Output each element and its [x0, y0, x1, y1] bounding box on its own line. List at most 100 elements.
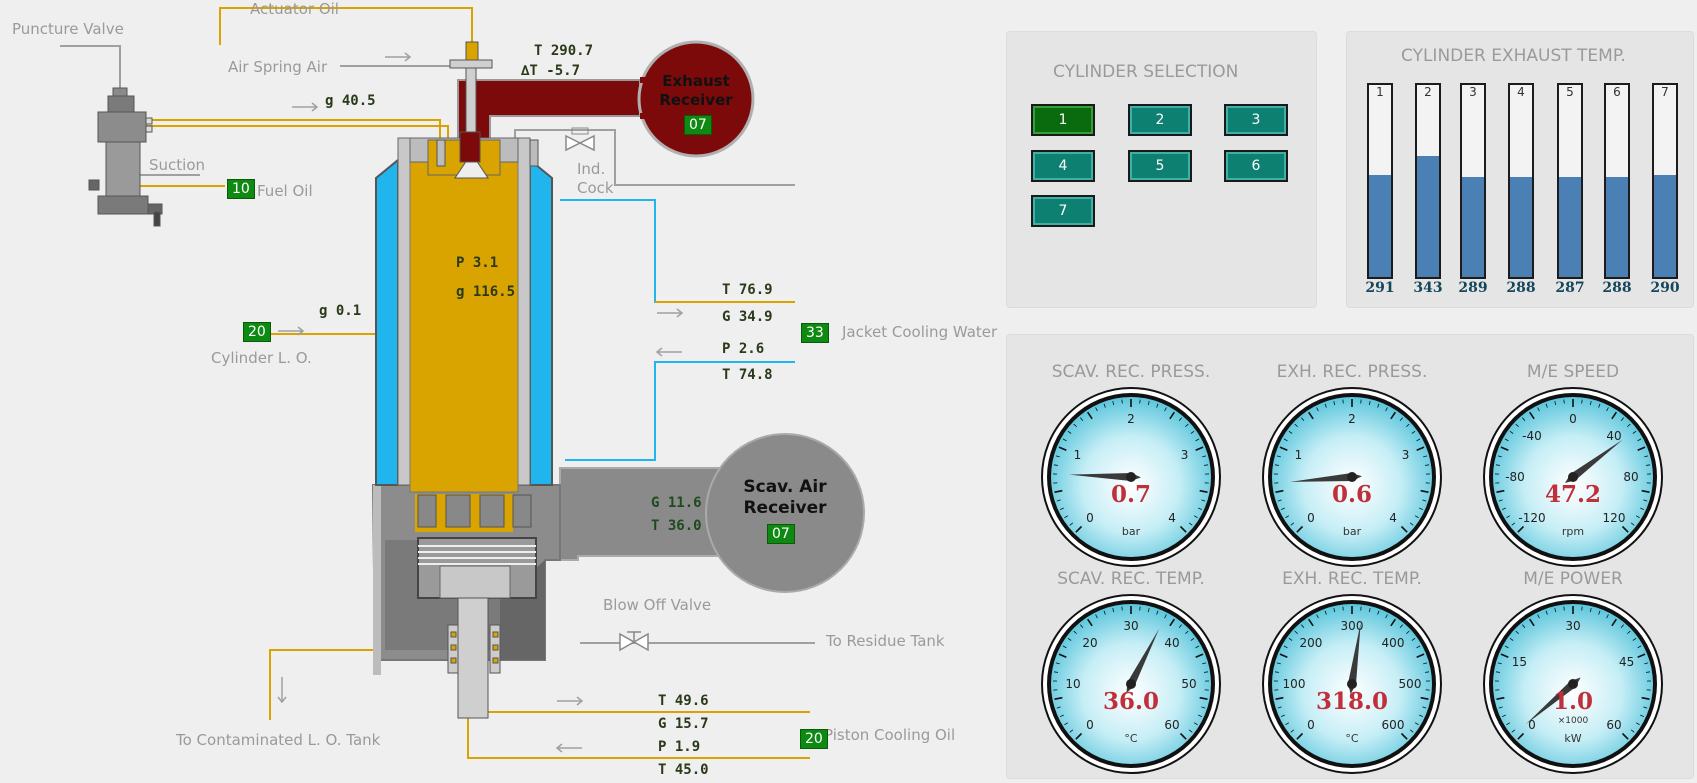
gauge-tick: [1164, 407, 1167, 412]
gauge-scale-label: 45: [1619, 655, 1634, 669]
gauge-tick: [1195, 645, 1200, 649]
gauge-tick: [1069, 522, 1074, 526]
gauge-tick: [1280, 507, 1285, 511]
gauge-tick: [1635, 515, 1640, 519]
gauge-tick: [1377, 403, 1380, 408]
gauge-scale-label: 4: [1168, 511, 1176, 525]
gauge-needle: [1348, 622, 1361, 694]
gauge-tick: [1598, 610, 1601, 615]
gauge-tick: [1308, 411, 1314, 420]
exhaust-temp-value: 343: [1413, 280, 1443, 296]
gauge-tick: [1294, 423, 1298, 428]
gauge-tick: [1627, 423, 1631, 428]
gauge-tick: [1274, 464, 1279, 466]
gauge-tick: [1495, 464, 1500, 466]
gauge-tick: [1411, 637, 1416, 641]
fuel-oil-label: Fuel Oil: [257, 182, 313, 200]
gauge-scale-label: 1: [1295, 448, 1303, 462]
gauge-title: EXH. REC. TEMP.: [1282, 569, 1422, 589]
gauge-unit: kW: [1564, 732, 1582, 745]
gauge-tick: [1169, 618, 1175, 627]
gauge-tick: [1290, 729, 1295, 733]
gauge-scale-label: 0: [1086, 718, 1094, 732]
pco-inlet-pressure-reading: P 1.9: [658, 739, 701, 755]
exhaust-temp-bar-fill: [1510, 177, 1532, 277]
gauge-tick: [1416, 446, 1425, 451]
gauge-tick: [1080, 417, 1084, 421]
cylinder-button-3[interactable]: 3: [1224, 104, 1288, 136]
gauge-scale-label: 30: [1123, 619, 1138, 633]
gauge-unit: bar: [1342, 525, 1362, 538]
gauge-tick: [1062, 438, 1067, 442]
exhaust-receiver-badge: 07: [684, 115, 712, 135]
exhaust-temp-value: 289: [1458, 280, 1488, 296]
to-contaminated-lo-tank-label: To Contaminated L. O. Tank: [176, 731, 381, 749]
exhaust-temp-value: 288: [1602, 280, 1632, 296]
gauge-hub: [1347, 472, 1357, 482]
gauge-tick: [1504, 438, 1509, 442]
gauge-tick: [1190, 430, 1195, 434]
gauge-tick: [1496, 696, 1505, 701]
gauge-tick: [1644, 662, 1649, 665]
gauge-scale-label: 50: [1181, 677, 1196, 691]
cylinder-button-4[interactable]: 4: [1031, 150, 1095, 182]
gauge-tick: [1095, 407, 1098, 412]
gauge-tick: [1537, 614, 1540, 619]
gauge-tick: [1288, 430, 1293, 434]
gauge-tick: [1316, 407, 1319, 412]
gauge-tick: [1511, 522, 1516, 526]
exhaust-temp-reading: T 290.7: [534, 43, 594, 59]
cylinder-lo-g-reading: g 0.1: [319, 303, 362, 319]
gauge-scale-label: 0: [1528, 718, 1536, 732]
cylinder-button-1[interactable]: 1: [1031, 104, 1095, 136]
gauge-tick: [1075, 732, 1083, 740]
gauge-scale-label: 1: [1074, 448, 1082, 462]
gauge-tick: [1280, 714, 1285, 718]
gauge-tick: [1073, 423, 1077, 428]
jcw-outlet-temp-reading: T 76.9: [722, 282, 773, 298]
gauge-tick: [1606, 614, 1609, 619]
gauge-tick: [1073, 630, 1077, 635]
gauge-tick: [1643, 706, 1648, 709]
gauge-tick: [1506, 515, 1511, 519]
exhaust-temp-bar-2: 2: [1415, 83, 1441, 279]
gauge-title: M/E POWER: [1523, 569, 1623, 589]
gauge-tick: [1630, 729, 1635, 733]
gauge-tick: [1509, 430, 1514, 434]
gauge-tick: [1611, 411, 1617, 420]
gauge-tick: [1399, 417, 1403, 421]
piston-cooling-oil-label: Piston Cooling Oil: [824, 726, 956, 744]
gauge-tick: [1425, 464, 1430, 466]
gauge-hub: [1126, 472, 1136, 482]
gauge-title: M/E SPEED: [1526, 362, 1620, 382]
gauge-tick: [1637, 645, 1642, 649]
gauge-tick: [1390, 618, 1396, 627]
cylinder-button-2[interactable]: 2: [1128, 104, 1192, 136]
gauge-scale-label: 400: [1382, 636, 1405, 650]
gauge-tick: [1496, 489, 1505, 494]
exhaust-temp-bar-4: 4: [1508, 83, 1534, 279]
cylinder-button-5[interactable]: 5: [1128, 150, 1192, 182]
gauge-unit: rpm: [1561, 525, 1585, 538]
gauge-tick: [1635, 722, 1640, 726]
cylinder-button-6[interactable]: 6: [1224, 150, 1288, 182]
gauge-tick: [1202, 455, 1207, 458]
exhaust-temp-bar-5: 5: [1557, 83, 1583, 279]
gauge-scale-label: 15: [1512, 655, 1527, 669]
gauge-tick: [1275, 489, 1284, 494]
fuel-oil-badge: 10: [227, 179, 255, 199]
gauge-tick: [1054, 696, 1063, 701]
gauge-tick: [1506, 722, 1511, 726]
gauge-title: SCAV. REC. PRESS.: [1051, 362, 1211, 382]
gauge-tick: [1056, 499, 1061, 502]
gauge-value: 0.6: [1331, 481, 1372, 508]
cylinder-button-7[interactable]: 7: [1031, 195, 1095, 227]
exhaust-temp-value: 288: [1506, 280, 1536, 296]
cylinder-lo-label: Cylinder L. O.: [211, 349, 312, 367]
gauge-tick: [1400, 732, 1408, 740]
